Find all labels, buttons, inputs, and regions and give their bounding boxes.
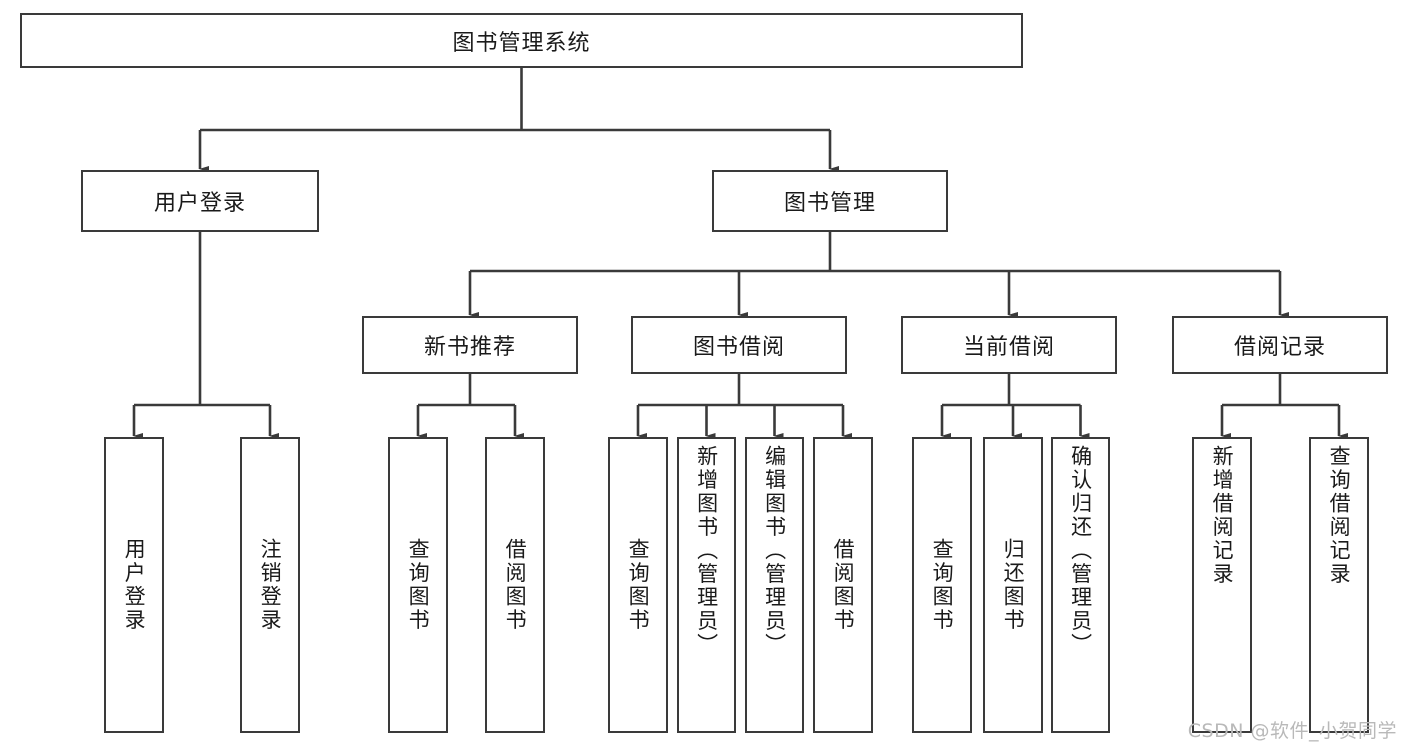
node-label: 确认归还（管理员）	[1068, 445, 1093, 657]
node-l-queryrec[interactable]: 查询借阅记录	[1309, 437, 1369, 733]
node-borrow[interactable]: 图书借阅	[631, 316, 847, 374]
node-l-query2[interactable]: 查询图书	[608, 437, 668, 733]
node-label: 图书管理	[783, 191, 876, 216]
node-l-add[interactable]: 新增图书（管理员）	[677, 437, 736, 733]
node-label: 查询图书	[626, 538, 651, 632]
node-label: 当前借阅	[962, 335, 1055, 360]
node-label: 图书借阅	[692, 335, 785, 360]
node-label: 查询图书	[930, 538, 955, 632]
node-l-edit[interactable]: 编辑图书（管理员）	[745, 437, 804, 733]
node-current[interactable]: 当前借阅	[901, 316, 1117, 374]
node-label: 编辑图书（管理员）	[762, 445, 787, 657]
node-l-query3[interactable]: 查询图书	[912, 437, 972, 733]
node-label: 新书推荐	[423, 335, 516, 360]
node-label: 新增借阅记录	[1210, 445, 1235, 586]
node-label: 用户登录	[122, 538, 147, 632]
node-l-query1[interactable]: 查询图书	[388, 437, 448, 733]
node-l-logout[interactable]: 注销登录	[240, 437, 300, 733]
node-login[interactable]: 用户登录	[81, 170, 319, 232]
node-label: 用户登录	[153, 191, 246, 216]
node-root[interactable]: 图书管理系统	[20, 13, 1023, 68]
node-newbook[interactable]: 新书推荐	[362, 316, 578, 374]
node-label: 借阅图书	[503, 538, 528, 632]
node-records[interactable]: 借阅记录	[1172, 316, 1388, 374]
node-label: 图书管理系统	[452, 30, 591, 56]
node-l-return[interactable]: 归还图书	[983, 437, 1043, 733]
node-l-addrec[interactable]: 新增借阅记录	[1192, 437, 1252, 733]
watermark-text: CSDN @软件_小贺同学	[1187, 720, 1397, 742]
node-label: 新增图书（管理员）	[694, 445, 719, 657]
node-bookmgmt[interactable]: 图书管理	[712, 170, 948, 232]
node-label: 归还图书	[1001, 538, 1026, 632]
node-l-borrow1[interactable]: 借阅图书	[485, 437, 545, 733]
node-label: 借阅图书	[831, 538, 856, 632]
node-label: 借阅记录	[1233, 335, 1326, 360]
node-label: 查询图书	[406, 538, 431, 632]
node-label: 查询借阅记录	[1327, 445, 1352, 586]
node-label: 注销登录	[258, 538, 283, 632]
node-l-borrow2[interactable]: 借阅图书	[813, 437, 873, 733]
node-l-confirm[interactable]: 确认归还（管理员）	[1051, 437, 1110, 733]
node-l-login[interactable]: 用户登录	[104, 437, 164, 733]
